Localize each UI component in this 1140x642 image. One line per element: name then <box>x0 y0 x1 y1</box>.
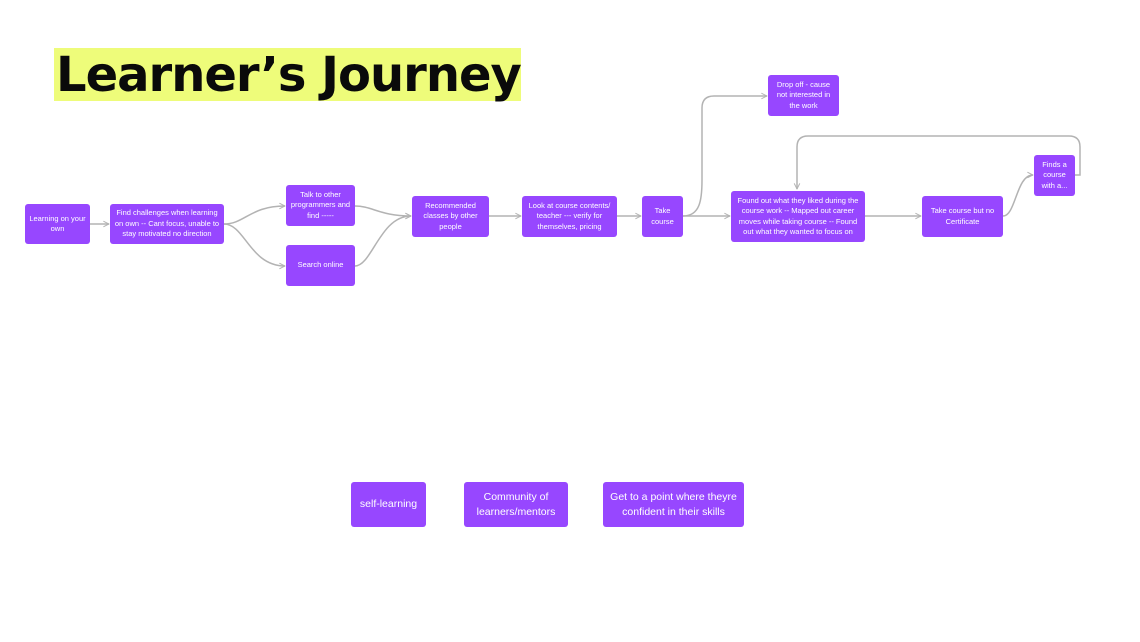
node-talk-to-programmers[interactable]: Talk to other programmers and find ----- <box>286 185 355 226</box>
node-search-online[interactable]: Search online <box>286 245 355 286</box>
connector-2-4 <box>223 223 285 266</box>
node-find-challenges[interactable]: Find challenges when learning on own -- … <box>110 204 224 244</box>
page-title: Learner’s Journey <box>56 47 522 103</box>
node-recommended-classes[interactable]: Recommended classes by other people <box>412 196 489 237</box>
title-highlight <box>54 48 521 101</box>
note-confident-skills[interactable]: Get to a point where theyre confident in… <box>603 482 744 527</box>
connector-3-5 <box>354 205 411 216</box>
node-found-out-what-they-liked[interactable]: Found out what they liked during the cou… <box>731 191 865 242</box>
node-take-course[interactable]: Take course <box>642 196 683 237</box>
note-self-learning[interactable]: self-learning <box>351 482 426 527</box>
connector-11-9-loop <box>797 135 1081 189</box>
node-finds-a-course[interactable]: Finds a course with a... <box>1034 155 1075 196</box>
connector-4-5 <box>354 216 411 267</box>
node-take-course-no-certificate[interactable]: Take course but no Certificate <box>922 196 1003 237</box>
connector-2-3 <box>223 206 285 225</box>
note-community[interactable]: Community of learners/mentors <box>464 482 568 527</box>
node-look-at-course-contents[interactable]: Look at course contents/ teacher --- ver… <box>522 196 617 237</box>
node-drop-off[interactable]: Drop off - cause not interested in the w… <box>768 75 839 116</box>
node-learning-on-own[interactable]: Learning on your own <box>25 204 90 244</box>
connector-10-11 <box>1002 175 1033 217</box>
connector-7-8 <box>682 96 767 217</box>
